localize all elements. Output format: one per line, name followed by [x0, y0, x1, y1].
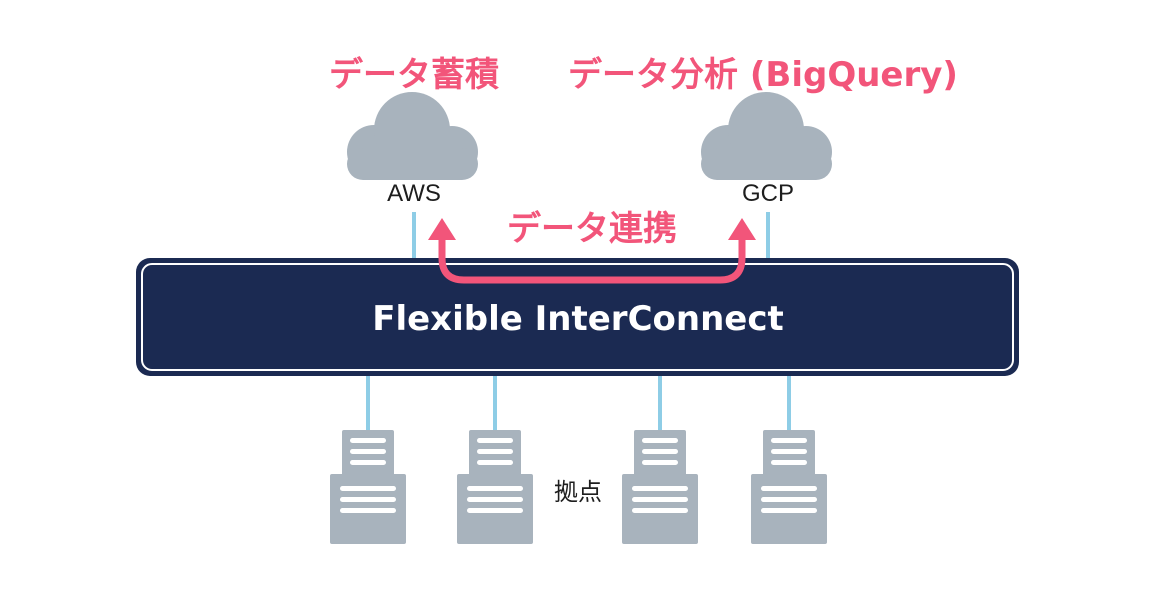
- server-icon: [751, 430, 827, 544]
- sites-label: 拠点: [554, 478, 602, 506]
- aws-label: AWS: [387, 180, 441, 207]
- gcp-cloud-icon: [701, 92, 832, 180]
- gcp-label: GCP: [742, 180, 794, 207]
- server-icon: [330, 430, 406, 544]
- aws-cloud-icon: [347, 92, 478, 180]
- interconnect-bus: [136, 258, 1019, 376]
- data-link-arrow: [428, 218, 756, 284]
- analysis-label: データ分析 (BigQuery): [568, 55, 958, 95]
- link-label: データ連携: [507, 209, 677, 249]
- bus-title: Flexible InterConnect: [372, 299, 784, 339]
- server-icon: [622, 430, 698, 544]
- storage-label: データ蓄積: [329, 55, 499, 95]
- server-icon: [457, 430, 533, 544]
